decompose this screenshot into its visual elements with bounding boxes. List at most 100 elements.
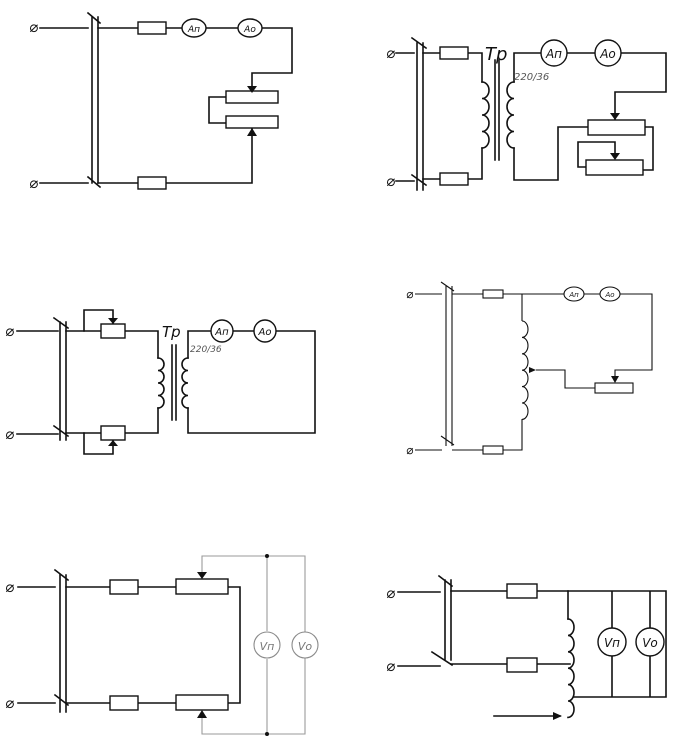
transformer-core	[171, 344, 177, 421]
ammeter-ao-label: Ао	[599, 47, 616, 61]
autotransformer-coil	[567, 618, 575, 719]
junction-dot	[265, 732, 269, 736]
transformer-secondary-coil	[506, 81, 515, 149]
primary-bottom-wire	[422, 147, 483, 180]
slider-arrow-bottom-icon	[247, 128, 257, 136]
slider-arrow-icon	[611, 376, 619, 383]
secondary-bottom-wire	[513, 126, 589, 181]
rheostat-bottom	[100, 425, 126, 441]
terminal-bottom-icon: ⌀	[386, 657, 395, 675]
rheostat-bottom	[225, 115, 279, 129]
secondary-top-wire	[513, 52, 667, 121]
wire-top	[97, 27, 293, 94]
ammeter-an	[210, 319, 234, 343]
ammeter-ao	[237, 18, 263, 38]
fuse-bottom	[137, 176, 167, 190]
voltmeter-vo	[635, 627, 665, 657]
rheostat-top-bypass	[83, 309, 114, 332]
rheostat-bottom-bypass	[83, 432, 114, 455]
ammeter-ao	[253, 319, 277, 343]
voltmeter-vn-label: Vп	[260, 640, 275, 653]
slider-arrow-top-icon	[610, 113, 620, 120]
fuse-bottom	[109, 695, 139, 711]
wire-top	[452, 293, 653, 381]
circuit-3: ⌀ ⌀ Ап Ао Тр 220/36	[5, 309, 316, 455]
rheostat-link	[227, 586, 241, 704]
terminal-bottom-icon: ⌀	[386, 172, 395, 190]
fuse-top	[439, 46, 469, 60]
fuse-bottom	[439, 172, 469, 186]
ammeter-ao-label: Ао	[243, 25, 256, 35]
terminal-bottom-icon: ⌀	[5, 425, 14, 443]
tap-arrow-icon	[529, 367, 536, 373]
autotransformer-coil	[521, 320, 529, 420]
terminal-top-icon: ⌀	[29, 18, 38, 36]
switch	[430, 574, 454, 667]
transformer-core	[494, 59, 500, 161]
terminal-top-icon: ⌀	[5, 322, 14, 340]
wire-bottom	[97, 127, 253, 184]
rheostat-bottom	[175, 694, 229, 711]
input-arrow-icon	[553, 712, 562, 720]
circuit-2: ⌀ ⌀ Ап Ао Тр 220/36	[386, 36, 667, 191]
terminal-bottom-icon: ⌀	[5, 694, 14, 712]
rheostat-top	[587, 119, 646, 136]
voltmeter-vo-label: Vо	[298, 640, 313, 653]
terminal-top-icon: ⌀	[386, 44, 395, 62]
circuit-1: ⌀ ⌀ Ап Ао	[29, 11, 293, 192]
transformer-ratio-label: 220/36	[190, 345, 222, 355]
terminal-top-icon: ⌀	[406, 287, 414, 301]
fuse-top	[506, 583, 538, 599]
slider-arrow-top-icon	[197, 572, 207, 579]
secondary-loop-wire	[187, 330, 316, 434]
ammeter-an-label: Ап	[545, 47, 562, 61]
terminal-top-icon: ⌀	[386, 584, 395, 602]
fuse-bottom	[482, 445, 504, 455]
slider-arrow-bottom-icon	[108, 440, 118, 446]
switch	[53, 568, 70, 713]
voltmeter-vn-label: Vп	[604, 636, 620, 650]
voltmeter-vn	[253, 631, 281, 659]
slider-arrow-top-icon	[247, 86, 257, 93]
primary-top-wire	[422, 52, 483, 83]
ammeter-an-label: Ап	[214, 327, 229, 338]
slider-arrow-top-icon	[108, 318, 118, 324]
ammeter-ao-label: Ао	[258, 327, 272, 338]
switch	[52, 316, 70, 441]
ammeter-ao	[594, 39, 622, 67]
wire-bottom	[452, 419, 523, 451]
circuit-5: ⌀ ⌀ Vп Vо	[5, 554, 319, 736]
ammeter-ao-label: Ао	[604, 291, 614, 299]
transformer-label: Тр	[485, 44, 507, 65]
tap-wire	[536, 369, 595, 389]
voltmeter-vn	[597, 627, 627, 657]
rheostat-top	[100, 323, 126, 339]
switch	[86, 11, 102, 189]
fuse-bottom	[506, 657, 538, 673]
ammeter-an-label: Ап	[568, 291, 579, 299]
transformer-primary-coil	[481, 81, 490, 149]
switch	[410, 36, 428, 191]
terminal-bottom-icon: ⌀	[29, 174, 38, 192]
rheostat-link	[208, 96, 227, 124]
fuse-top	[482, 289, 504, 299]
transformer-secondary-coil	[181, 357, 189, 409]
ammeter-an	[181, 18, 207, 38]
ammeter-an	[540, 39, 568, 67]
ammeter-an	[563, 286, 585, 302]
terminal-top-icon: ⌀	[5, 578, 14, 596]
fuse-top	[137, 21, 167, 35]
transformer-primary-coil	[157, 357, 165, 409]
rheostat-top	[175, 578, 229, 595]
circuit-4: ⌀ ⌀ Ап Ао	[406, 281, 653, 457]
transformer-ratio-label: 220/36	[514, 72, 549, 83]
ammeter-ao	[599, 286, 621, 302]
slider-arrow-bottom-icon	[197, 710, 207, 718]
junction-dot	[265, 554, 269, 558]
voltmeter-vo	[291, 631, 319, 659]
terminal-bottom-icon: ⌀	[406, 443, 414, 457]
ammeter-an-label: Ап	[187, 25, 200, 35]
rheostat	[594, 382, 634, 394]
switch	[440, 281, 455, 446]
